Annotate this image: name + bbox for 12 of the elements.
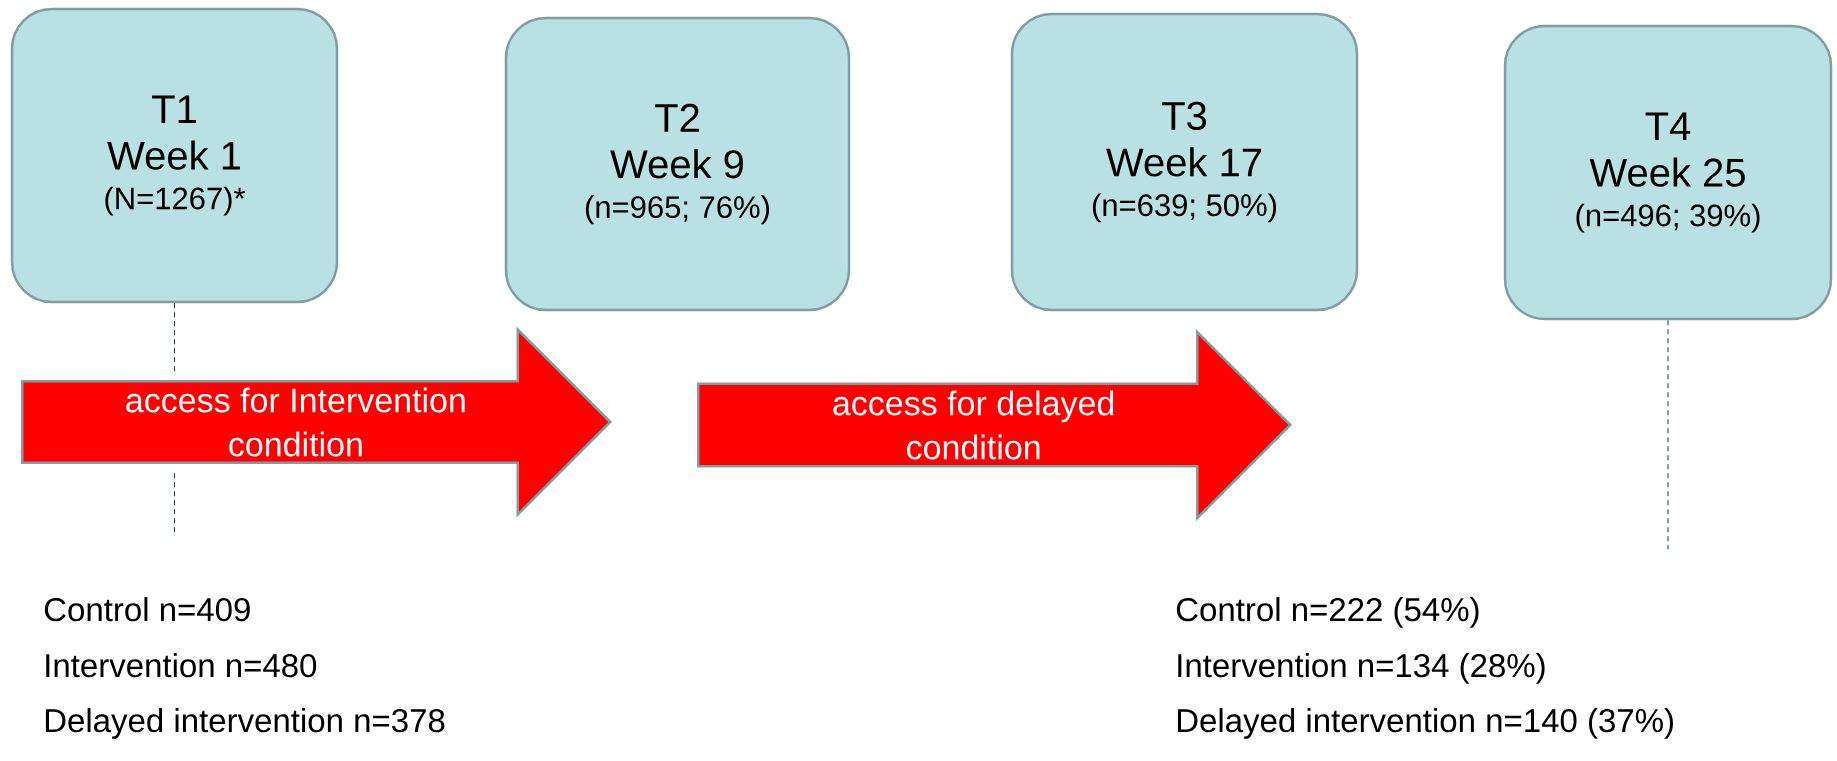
count-text: Intervention n=480 [46, 653, 317, 678]
time-point-box: T4 Week 25 (n=496; 39%) [1503, 24, 1833, 321]
count-text: Delayed intervention n=140 (37%) [1177, 708, 1673, 739]
count-text: Control n=222 (54%) [1176, 597, 1479, 628]
count-text: Delayed intervention n=378 [45, 708, 445, 739]
dashed-line [174, 302, 175, 535]
count-text: Control n=409 [44, 597, 250, 622]
dashed-line [1667, 319, 1669, 550]
time-point-box: T3 Week 17 (n=639; 50%) [1010, 12, 1359, 312]
time-point-box: T1 Week 1 (N=1267)* [10, 7, 339, 304]
time-point-box: T2 Week 9 (n=965; 76%) [504, 16, 851, 312]
count-text: Intervention n=134 (28%) [1178, 653, 1545, 684]
